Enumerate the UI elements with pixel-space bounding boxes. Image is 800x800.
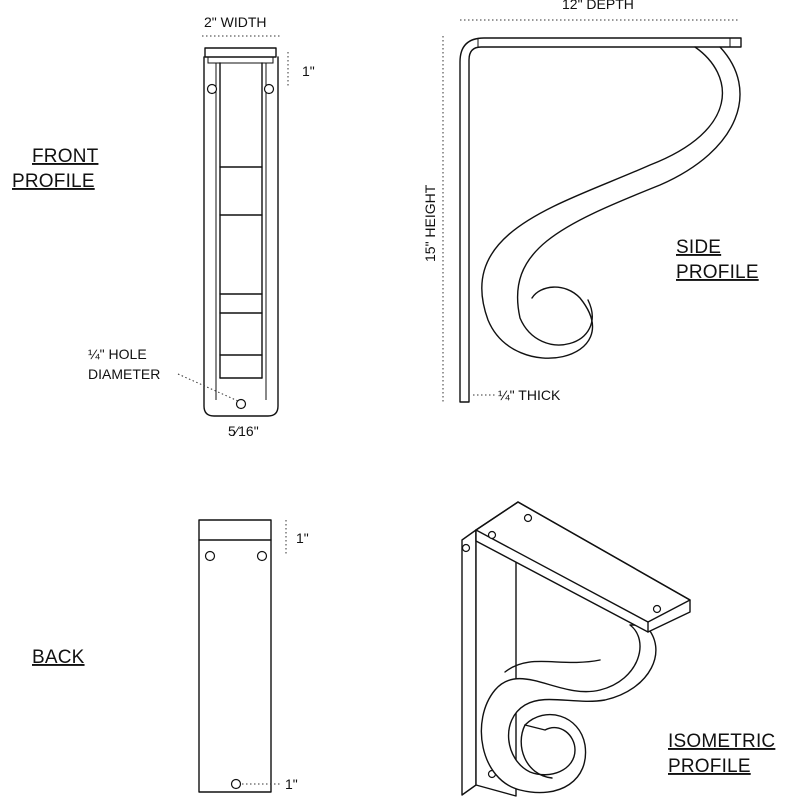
back-view: BACK 1" 1": [32, 519, 309, 793]
back-top-hole-left: [204, 550, 216, 562]
side-scroll-inner-edge: [516, 46, 741, 346]
side-profile-view: SIDE PROFILE 12" DEPTH 15" HEIGHT ¼" THI…: [422, 0, 759, 403]
side-mounting-plate: [459, 37, 742, 403]
back-top-offset-label: 1": [296, 530, 309, 546]
back-top-plate: [198, 519, 272, 541]
side-scroll-outer-edge: [481, 46, 724, 359]
iso-scroll-band-edge: [504, 659, 601, 673]
back-bottom-hole: [230, 778, 242, 790]
side-profile-title-line2: PROFILE: [676, 262, 759, 283]
front-top-offset-label: 1": [302, 63, 315, 79]
iso-back-plate-edge: [461, 529, 477, 796]
thickness-label: ¼" THICK: [498, 387, 561, 403]
iso-top-hole-back: [523, 513, 533, 523]
iso-scroll-curl-edge: [520, 724, 553, 779]
front-bottom-hole: [235, 398, 247, 410]
iso-scroll-body: [480, 624, 657, 794]
bottom-hole-offset-label: 5⁄16": [228, 423, 259, 439]
depth-dimension-label: 12" DEPTH: [562, 0, 634, 12]
isometric-title-line1: ISOMETRIC: [668, 731, 775, 752]
iso-back-hole-top: [461, 543, 471, 553]
isometric-profile-view: ISOMETRIC PROFILE: [461, 501, 775, 797]
hole-diameter-label-line2: DIAMETER: [88, 366, 160, 382]
hole-diameter-leader: [177, 373, 239, 402]
back-bottom-offset-label: 1": [285, 776, 298, 792]
back-body-outline: [198, 539, 272, 793]
back-top-hole-right: [256, 550, 268, 562]
front-top-hole-left: [206, 83, 218, 95]
front-top-plate: [204, 47, 277, 58]
iso-top-hole-corner: [487, 530, 497, 540]
iso-top-plate-surface: [475, 501, 691, 623]
height-dimension-label: 15" HEIGHT: [422, 184, 438, 262]
width-dimension-label: 2" WIDTH: [204, 14, 267, 30]
front-top-hole-right: [263, 83, 275, 95]
iso-top-hole-front: [652, 604, 662, 614]
isometric-title-line2: PROFILE: [668, 756, 751, 777]
front-profile-view: FRONT PROFILE 2" WIDTH 1" ¼" HOLE DIAMET…: [12, 14, 315, 439]
front-profile-title-line2: PROFILE: [12, 171, 95, 192]
back-title: BACK: [32, 647, 85, 668]
side-profile-title-line1: SIDE: [676, 237, 721, 258]
front-body-outline: [203, 56, 279, 417]
front-top-plate-edge: [207, 56, 274, 64]
hole-diameter-label-line1: ¼" HOLE: [88, 346, 147, 362]
front-profile-title-line1: FRONT: [32, 146, 99, 167]
